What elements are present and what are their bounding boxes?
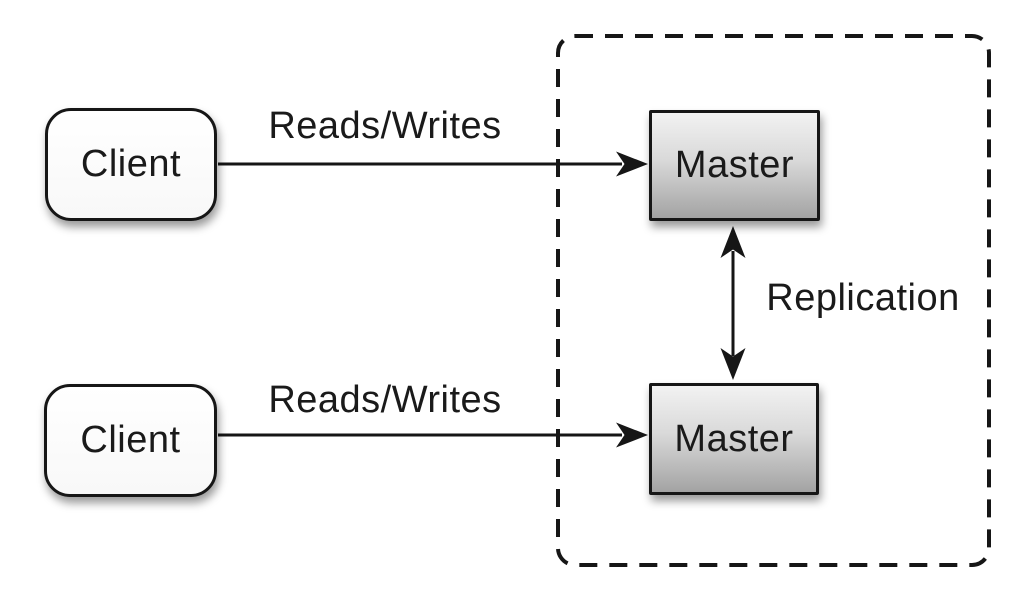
edge-label-reads-writes-bottom: Reads/Writes [268, 378, 502, 421]
arrowhead-down-icon [720, 348, 746, 380]
client-node-2-label: Client [80, 419, 181, 461]
edge-reads-writes-bottom [218, 422, 648, 448]
arrowhead-up-icon [720, 226, 746, 258]
client-node-1: Client [45, 108, 217, 221]
edge-label-reads-writes-top: Reads/Writes [268, 104, 502, 147]
edge-reads-writes-top [218, 151, 648, 177]
arrowhead-right-icon [616, 151, 648, 177]
edge-label-replication: Replication [766, 276, 960, 319]
edge-replication [720, 226, 746, 380]
master-node-2: Master [649, 383, 819, 495]
client-node-2: Client [44, 384, 217, 497]
client-node-1-label: Client [80, 143, 182, 185]
arrowhead-right-icon [616, 422, 648, 448]
master-node-2-label: Master [674, 417, 794, 460]
master-node-1-label: Master [674, 144, 795, 186]
master-node-1: Master [649, 110, 820, 221]
